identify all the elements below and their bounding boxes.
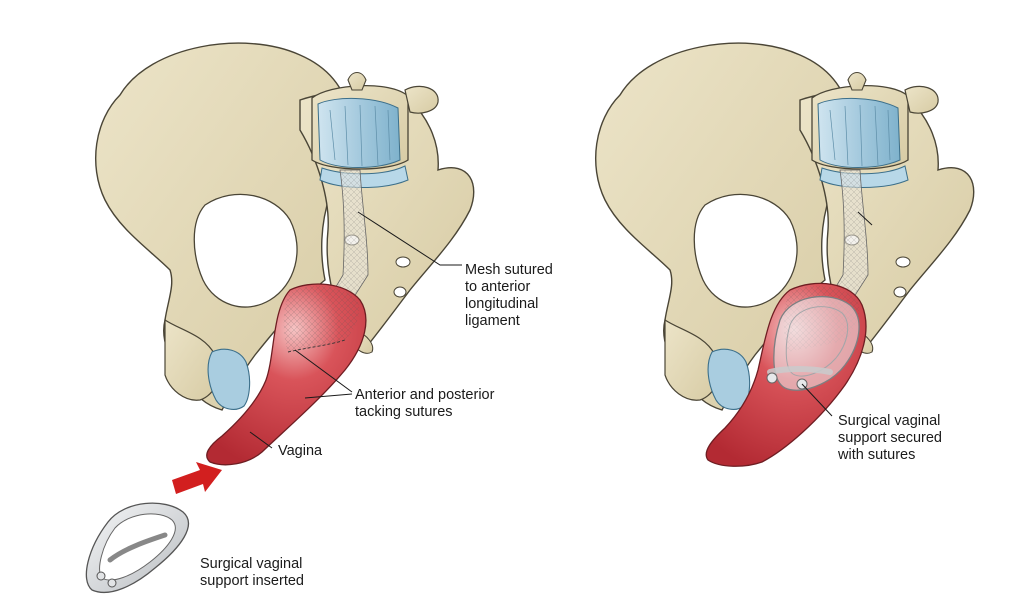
vaginal-support-device-icon [85, 502, 189, 594]
label-mesh-sutured: Mesh sutured to anterior longitudinal li… [465, 262, 553, 329]
secured-support-device-icon [766, 295, 860, 391]
label-tacking-sutures: Anterior and posterior tacking sutures [355, 387, 495, 420]
label-support-secured: Surgical vaginal support secured with su… [838, 413, 942, 463]
label-vagina: Vagina [278, 443, 323, 459]
insertion-arrow-icon [172, 462, 222, 494]
right-leader-line [801, 383, 833, 417]
left-leader-lines [249, 211, 462, 449]
left-panel [85, 42, 475, 594]
label-support-inserted: Surgical vaginal support inserted [200, 556, 304, 589]
right-panel [594, 42, 975, 467]
left-mesh-cap [283, 286, 360, 352]
